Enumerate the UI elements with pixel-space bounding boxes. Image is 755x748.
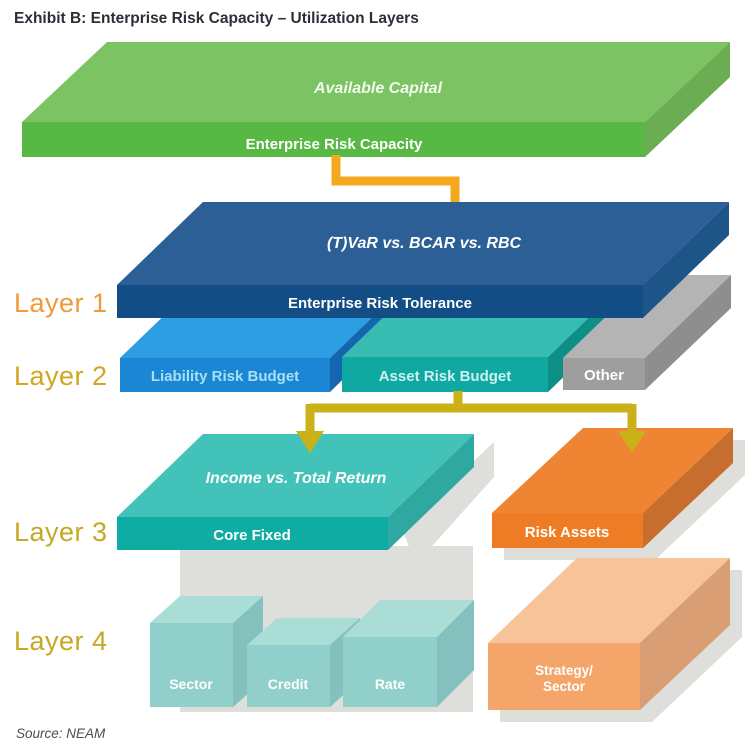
strategy-sector-top-face [488,558,730,643]
rate-cube-label: Rate [375,676,406,692]
rate-cube-side-face [437,600,474,707]
credit-cube-top-face [247,618,360,645]
capacity-top-face [22,42,730,122]
liability-front-label: Liability Risk Budget [151,368,299,385]
layer4-label: Layer 4 [14,626,108,656]
split-arrow-left-head-icon [296,431,324,453]
core-fixed-slab: Income vs. Total Return Core Fixed [117,434,474,550]
rate-cube-front-face [343,637,437,707]
credit-cube-label: Credit [268,676,309,692]
other-side-face [645,275,731,390]
source-note: Source: NEAM [16,726,106,741]
other-slab [563,275,731,390]
other-front-face [563,358,645,390]
risk-assets-top-face [492,428,733,513]
sector-cube: Sector [150,596,263,707]
tolerance-top-face [117,202,729,285]
layer1-label: Layer 1 [14,288,108,318]
other-front-label: Other [584,367,624,384]
core-fixed-shadow [402,442,494,564]
layer3-label: Layer 3 [14,517,108,547]
capacity-side-face [645,42,730,157]
tolerance-front-face [117,285,643,318]
rate-cube-top-face [343,600,474,637]
strategy-sector-slab: Strategy/ Sector [488,558,730,710]
strategy-sector-front-face [488,643,640,710]
sector-cube-label: Sector [169,676,213,692]
capacity-top-label: Available Capital [313,80,443,97]
core-fixed-front-face [117,517,388,550]
core-fixed-side-face [388,434,474,550]
asset-front-face [342,357,548,392]
tolerance-front-label: Enterprise Risk Tolerance [288,295,472,312]
tolerance-top-label: (T)VaR vs. BCAR vs. RBC [327,235,522,252]
core-fixed-front-label: Core Fixed [213,527,291,544]
core-fixed-top-face [117,434,474,517]
layer2-label: Layer 2 [14,361,108,391]
risk-assets-slab: Risk Assets [492,428,733,548]
risk-assets-side-face [643,428,733,548]
strategy-sector-side-face [640,558,730,710]
rate-cube: Rate [343,600,474,707]
capacity-front-label: Enterprise Risk Capacity [246,136,423,153]
split-arrow [296,391,646,453]
credit-cube: Credit [247,618,360,707]
split-arrow-right-head-icon [618,431,646,453]
risk-assets-front-face [492,513,643,548]
sector-cube-top-face [150,596,263,623]
core-fixed-top-label: Income vs. Total Return [206,470,387,487]
capacity-slab: Available Capital Enterprise Risk Capaci… [22,42,730,157]
strategy-sector-label-line1: Strategy/ [535,663,593,678]
capacity-front-face [22,122,645,157]
risk-assets-front-label: Risk Assets [525,524,610,541]
other-top-face [563,275,731,358]
sector-cube-front-face [150,623,233,707]
arrow-down-1-line [331,155,460,208]
credit-cube-front-face [247,645,330,707]
diagram-title: Exhibit B: Enterprise Risk Capacity – Ut… [14,10,419,27]
tolerance-side-face [643,202,729,318]
strategy-sector-label-line2: Sector [543,679,586,694]
tolerance-slab: (T)VaR vs. BCAR vs. RBC Enterprise Risk … [117,202,729,318]
liability-front-face [120,358,330,392]
asset-front-label: Asset Risk Budget [379,368,512,385]
